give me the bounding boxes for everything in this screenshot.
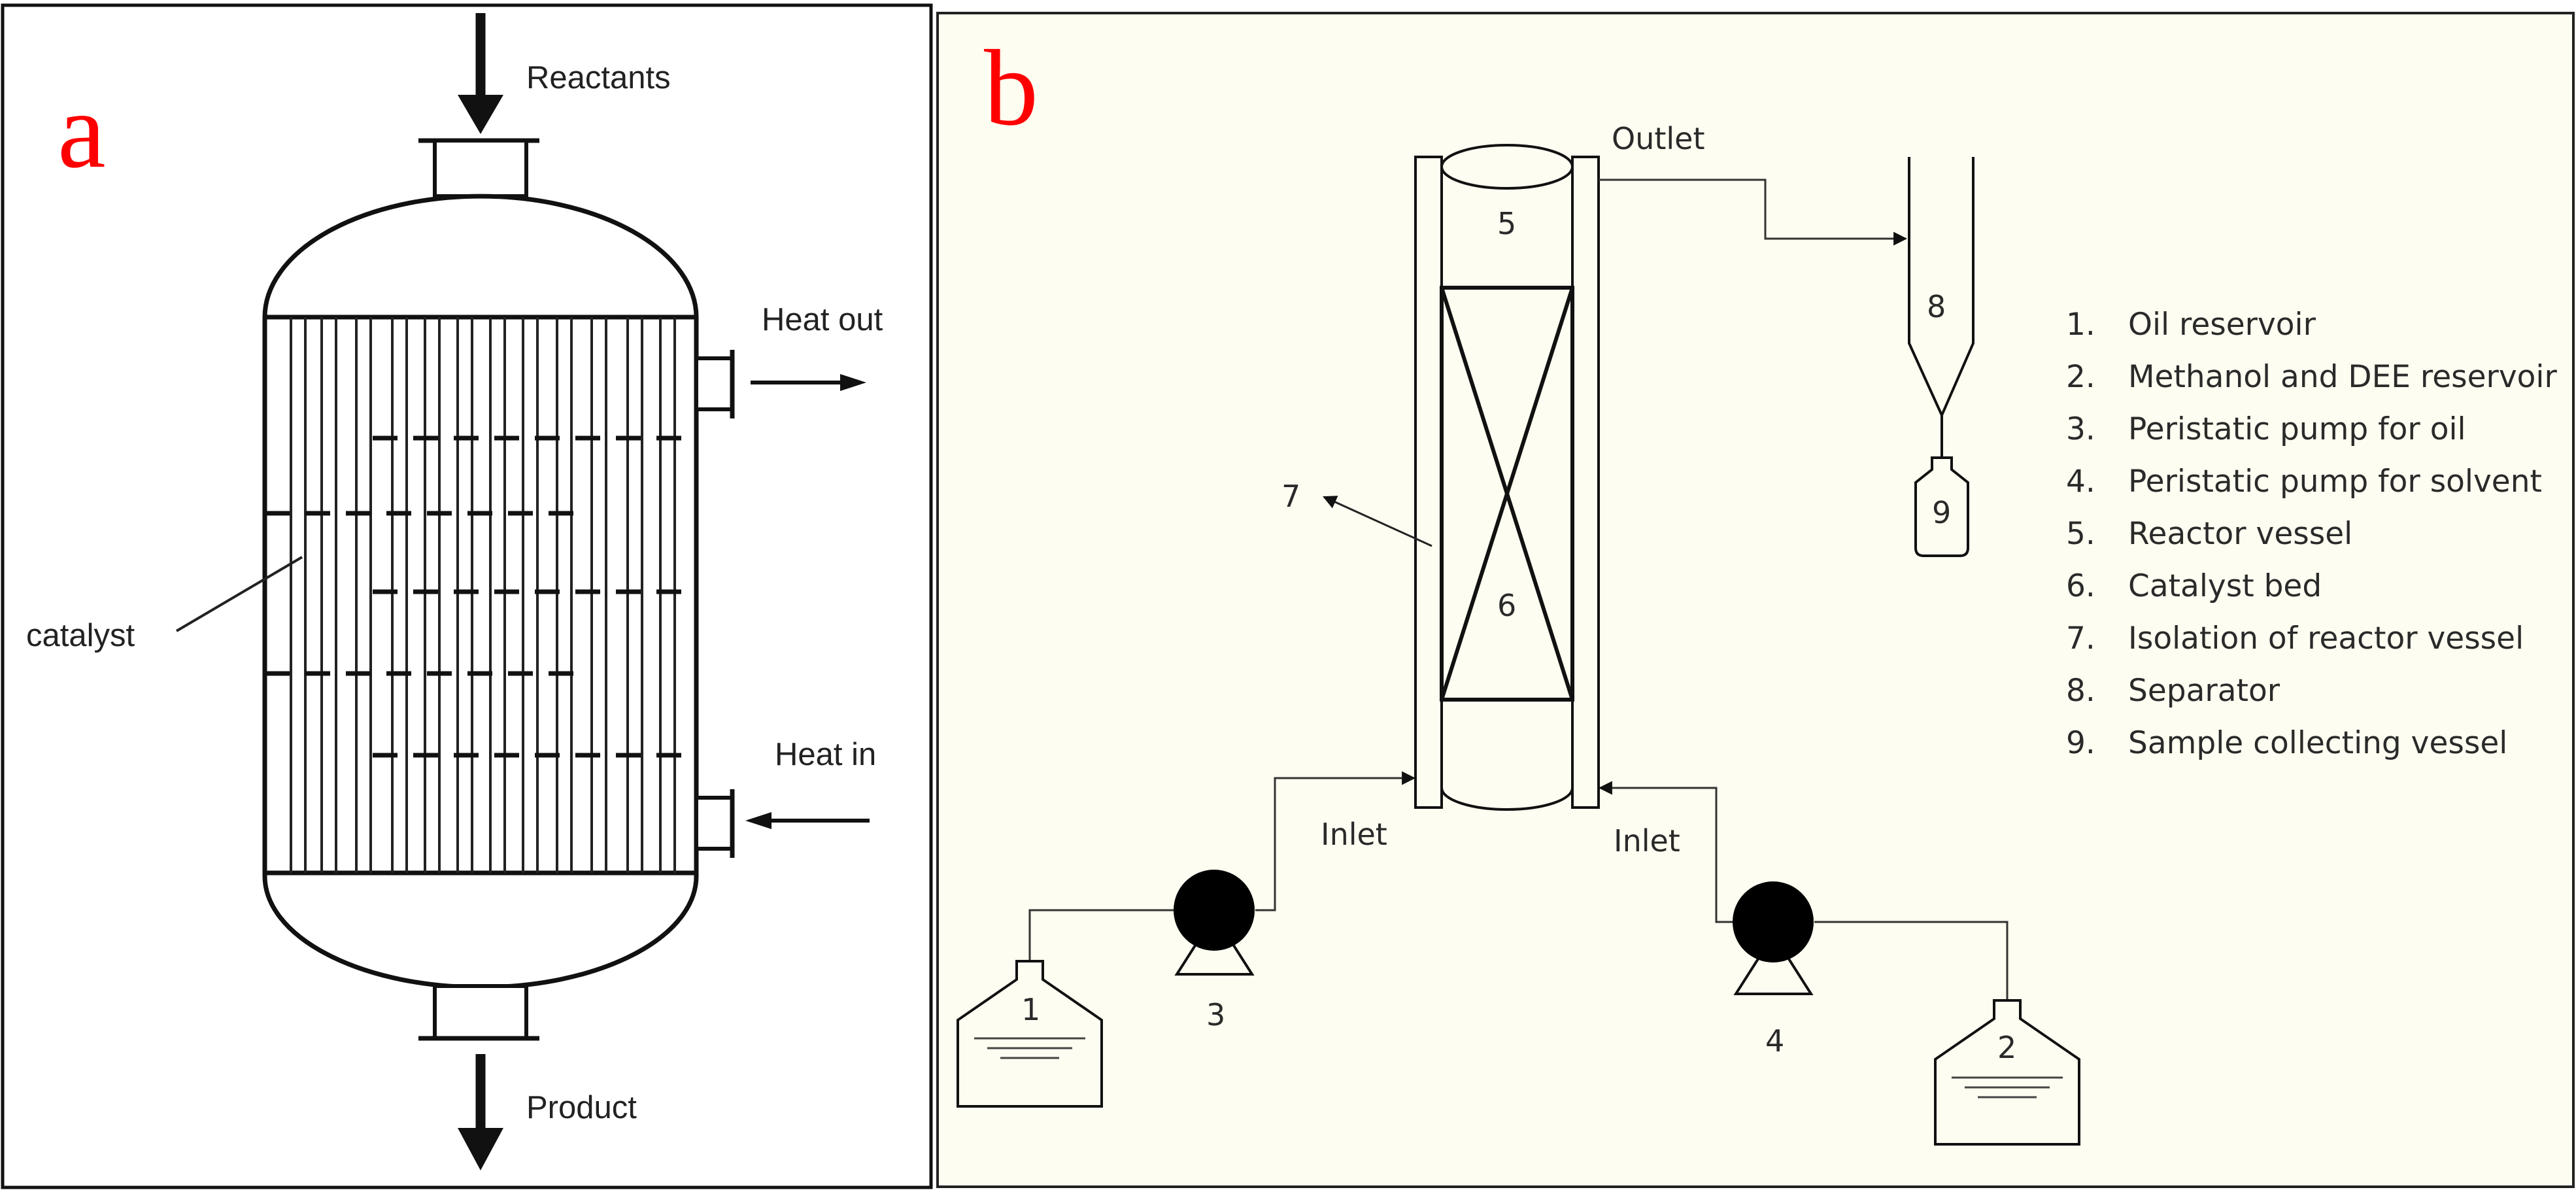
panel-a: a Reactants [1, 3, 933, 1189]
heat-out-label: Heat out [762, 302, 883, 337]
product-arrow [458, 1054, 503, 1170]
legend-num: 6. [2066, 568, 2095, 604]
panel-a-letter: a [58, 70, 106, 190]
heat-in-nozzle [694, 789, 735, 858]
pump-4 [1733, 881, 1814, 995]
legend-num: 8. [2066, 673, 2095, 709]
reactants-label: Reactants [526, 60, 671, 95]
pump-3 [1174, 870, 1255, 976]
legend-text: Peristatic pump for solvent [2128, 464, 2542, 500]
reactor-column [1414, 144, 1600, 811]
number-9: 9 [1932, 495, 1951, 530]
panel-b-frame [936, 12, 2575, 1188]
legend-num: 7. [2066, 621, 2095, 656]
legend-num: 3. [2066, 411, 2095, 447]
catalyst-bed [1440, 286, 1574, 702]
heat-in-label: Heat in [775, 737, 876, 772]
reactants-arrow [458, 13, 503, 134]
legend-text: Peristatic pump for oil [2128, 411, 2466, 447]
legend-num: 4. [2066, 464, 2095, 500]
isolation-leader-arrow [1323, 496, 1432, 547]
legend-num: 1. [2066, 307, 2095, 343]
number-4: 4 [1765, 1023, 1784, 1059]
top-nozzle [418, 138, 539, 198]
bottom-nozzle [418, 984, 539, 1041]
right-inlet-line [1814, 921, 2008, 1000]
legend-num: 5. [2066, 516, 2095, 552]
left-inlet-line [1028, 909, 1174, 961]
number-5: 5 [1497, 206, 1516, 241]
separator [1908, 157, 1974, 458]
baffles [265, 435, 696, 758]
heat-in-arrow [745, 812, 870, 829]
catalyst-label: catalyst [26, 618, 135, 653]
product-label: Product [526, 1090, 637, 1125]
left-pump-to-column-line [1255, 771, 1416, 911]
catalyst-leader-line [175, 556, 303, 632]
number-2: 2 [1997, 1030, 2016, 1065]
legend-num: 2. [2066, 359, 2095, 395]
number-3: 3 [1206, 997, 1225, 1032]
legend-text: Methanol and DEE reservoir [2128, 359, 2557, 395]
panel-b-letter: b [984, 27, 1038, 148]
number-6: 6 [1497, 588, 1516, 623]
outlet-label: Outlet [1612, 121, 1705, 156]
legend-num: 9. [2066, 725, 2095, 761]
legend-text: Sample collecting vessel [2128, 725, 2507, 761]
number-8: 8 [1927, 289, 1946, 324]
tube-bundle [290, 317, 676, 873]
oil-reservoir [957, 960, 1103, 1108]
inlet-right-label: Inlet [1614, 823, 1680, 859]
number-1: 1 [1021, 992, 1040, 1027]
inlet-left-label: Inlet [1321, 817, 1387, 852]
heat-out-arrow [751, 374, 866, 391]
legend: 1. Oil reservoir 2. Methanol and DEE res… [2066, 307, 2557, 761]
legend-text: Oil reservoir [2128, 307, 2316, 343]
heat-out-nozzle [694, 350, 735, 418]
right-pump-to-column-line [1598, 781, 1733, 923]
sample-vessel [1914, 456, 1969, 557]
outlet-line [1599, 179, 1908, 246]
legend-text: Separator [2128, 673, 2280, 709]
number-7: 7 [1281, 479, 1300, 514]
legend-text: Isolation of reactor vessel [2128, 621, 2524, 656]
panel-b: b 5 6 7 Outlet 8 9 [936, 12, 2575, 1188]
methanol-dee-reservoir [1934, 999, 2080, 1146]
legend-text: Reactor vessel [2128, 516, 2352, 552]
legend-text: Catalyst bed [2128, 568, 2322, 604]
